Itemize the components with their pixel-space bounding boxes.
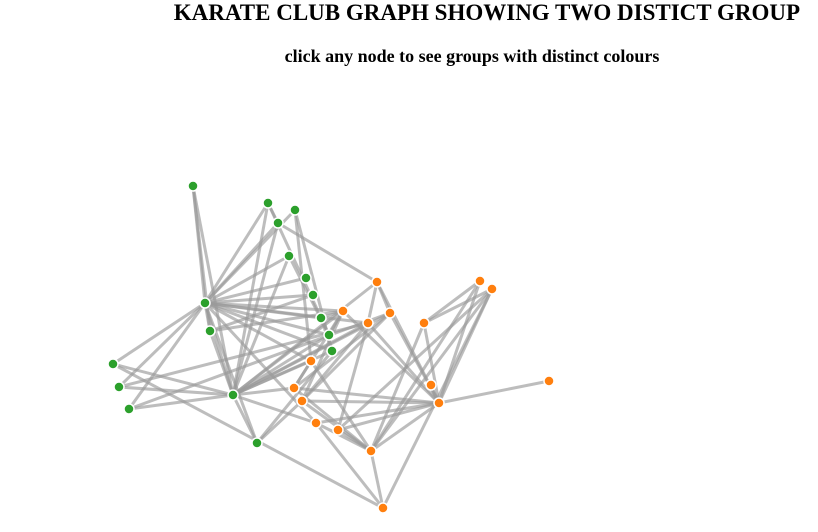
graph-node[interactable] xyxy=(251,437,263,449)
graph-node[interactable] xyxy=(365,445,377,457)
graph-link xyxy=(366,281,379,324)
graph-link xyxy=(203,202,270,304)
graph-link xyxy=(204,301,369,325)
graph-link xyxy=(314,422,385,509)
graph-link xyxy=(231,202,270,396)
graph-node[interactable] xyxy=(384,307,396,319)
graph-link xyxy=(341,309,441,405)
graph-link xyxy=(369,322,426,452)
graph-link xyxy=(127,302,207,410)
graph-node[interactable] xyxy=(305,355,317,367)
graph-node[interactable] xyxy=(283,250,295,262)
graph-node[interactable] xyxy=(486,283,498,295)
graph-node[interactable] xyxy=(296,395,308,407)
graph-node[interactable] xyxy=(199,297,211,309)
graph-node[interactable] xyxy=(323,329,335,341)
graph-link xyxy=(204,276,307,305)
graph-node[interactable] xyxy=(543,375,555,387)
graph-node[interactable] xyxy=(289,204,301,216)
graph-node[interactable] xyxy=(474,275,486,287)
graph-link xyxy=(309,360,373,452)
graph-link xyxy=(423,279,481,325)
graph-link xyxy=(231,255,291,396)
graph-link xyxy=(209,293,314,333)
graph-node[interactable] xyxy=(113,381,125,393)
graph-link xyxy=(437,288,494,404)
graph-link xyxy=(422,322,441,404)
graph-link xyxy=(231,222,280,396)
graph-link xyxy=(112,362,384,510)
graph-link xyxy=(369,280,482,452)
graph-node[interactable] xyxy=(362,317,374,329)
graph-node[interactable] xyxy=(425,379,437,391)
graph-node[interactable] xyxy=(326,345,338,357)
graph-node[interactable] xyxy=(227,389,239,401)
graph-link xyxy=(336,287,494,432)
graph-node[interactable] xyxy=(288,382,300,394)
graph-link xyxy=(128,311,391,411)
graph-link xyxy=(112,301,206,366)
graph-link xyxy=(337,401,440,432)
graph-link xyxy=(315,401,440,425)
graph-link xyxy=(438,379,550,405)
graph-node[interactable] xyxy=(377,502,389,514)
graph-node[interactable] xyxy=(337,305,349,317)
graph-link xyxy=(337,428,372,453)
graph-link xyxy=(300,310,345,402)
graph-node[interactable] xyxy=(307,289,319,301)
graph-node[interactable] xyxy=(123,403,135,415)
graph-link xyxy=(112,362,234,397)
graph-node[interactable] xyxy=(300,272,312,284)
graph-link xyxy=(232,393,317,425)
page-subtitle: click any node to see groups with distin… xyxy=(284,46,660,66)
graph-link xyxy=(293,386,440,405)
graph-links xyxy=(112,185,550,510)
graph-link xyxy=(208,330,235,396)
graph-link xyxy=(423,287,493,325)
graph-node[interactable] xyxy=(433,397,445,409)
graph-node[interactable] xyxy=(272,217,284,229)
graph-link xyxy=(204,254,290,305)
graph-link xyxy=(293,311,391,390)
graph-link xyxy=(277,221,378,284)
graph-node[interactable] xyxy=(107,358,119,370)
graph-node[interactable] xyxy=(315,312,327,324)
graph-link xyxy=(437,280,482,404)
graph-link xyxy=(128,393,234,411)
graph-node[interactable] xyxy=(418,317,430,329)
graph-link xyxy=(300,311,392,403)
graph-node[interactable] xyxy=(204,325,216,337)
graph-nodes[interactable] xyxy=(107,180,555,514)
page-title: KARATE CLUB GRAPH SHOWING TWO DISTICT GR… xyxy=(173,0,800,25)
graph-node[interactable] xyxy=(187,180,199,192)
graph-link xyxy=(370,401,440,453)
graph-link xyxy=(369,450,385,509)
graph-link xyxy=(366,322,441,404)
graph-node[interactable] xyxy=(371,276,383,288)
graph-link xyxy=(231,394,259,444)
graph-link xyxy=(117,301,207,389)
graph-link xyxy=(255,399,304,445)
graph-node[interactable] xyxy=(332,424,344,436)
graph-link xyxy=(369,288,494,452)
graph-link xyxy=(232,386,295,397)
graph-node[interactable] xyxy=(310,417,322,429)
graph-node[interactable] xyxy=(262,197,274,209)
